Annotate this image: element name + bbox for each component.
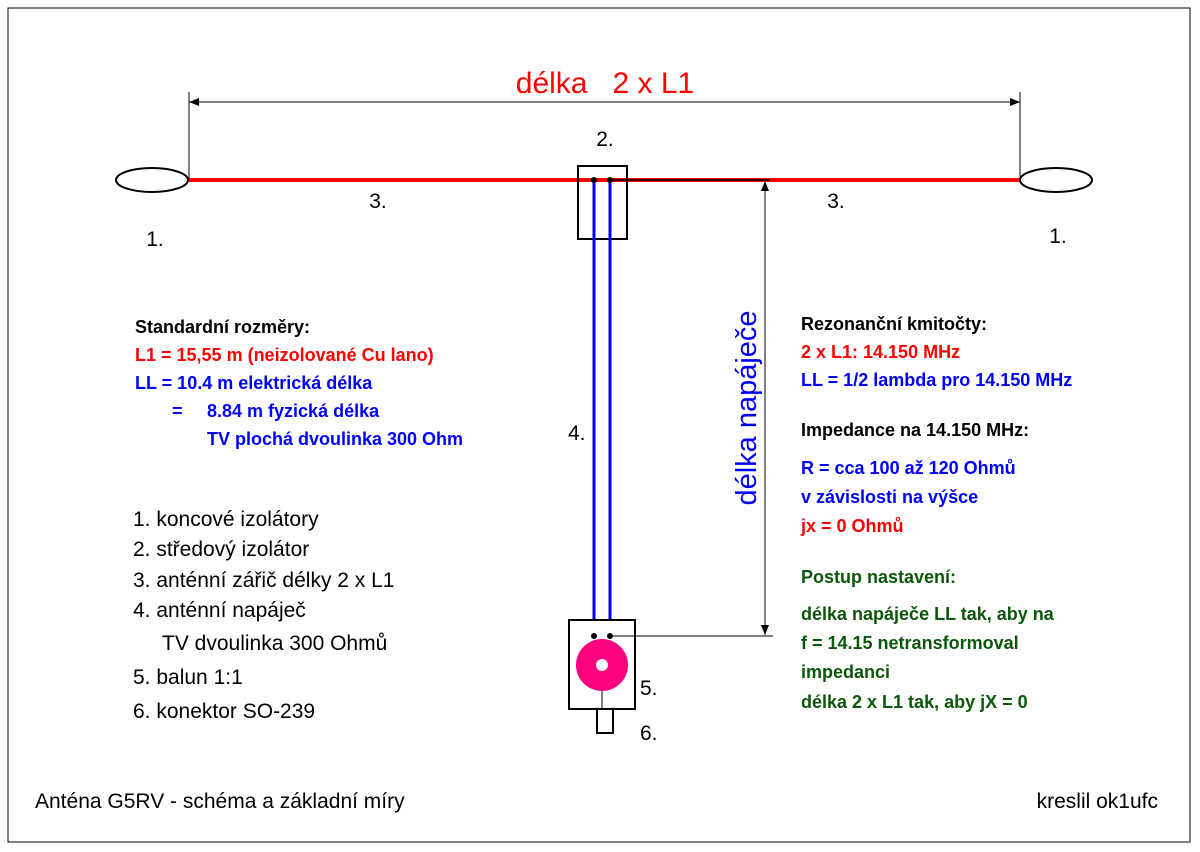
- end-insulator-right: [1019, 167, 1093, 193]
- resonance-heading: Rezonanční kmitočty:: [801, 314, 987, 334]
- procedure-line: f = 14.15 netransformoval: [801, 633, 1019, 653]
- standard-ll-phys: 8.84 m fyzická délka: [207, 401, 380, 421]
- label-connector: 6.: [640, 722, 658, 745]
- procedure-line: délka 2 x L1 tak, aby jX = 0: [801, 692, 1028, 712]
- label-feeder: 4.: [568, 422, 586, 445]
- legend-item: 5. balun 1:1: [133, 666, 243, 689]
- junction-dot: [591, 633, 597, 639]
- legend-item: 3. anténní zářič délky 2 x L1: [133, 569, 395, 592]
- impedance-heading: Impedance na 14.150 MHz:: [801, 420, 1029, 440]
- standard-ll-type: TV plochá dvoulinka 300 Ohm: [207, 429, 463, 449]
- label-wire-right: 3.: [827, 190, 845, 213]
- legend-item: 2. středový izolátor: [133, 538, 309, 561]
- procedure-heading: Postup nastavení:: [801, 567, 956, 587]
- center-insulator: [577, 165, 628, 240]
- label-wire-left: 3.: [369, 190, 387, 213]
- so239-connector: [596, 708, 614, 734]
- standard-heading: Standardní rozměry:: [135, 317, 310, 337]
- footer-title: Anténa G5RV - schéma a základní míry: [35, 790, 405, 813]
- label-center-insulator: 2.: [596, 128, 614, 151]
- impedance-r: R = cca 100 až 120 Ohmů: [801, 458, 1016, 478]
- standard-ll: LL = 10.4 m elektrická délka: [135, 373, 373, 393]
- feeder-length-label: délka napáječe: [731, 310, 763, 505]
- junction-dot: [607, 177, 613, 183]
- standard-l1: L1 = 15,55 m (neizolované Cu lano): [135, 345, 434, 365]
- total-length-label: délka 2 x L1: [516, 67, 694, 100]
- legend-item: 1. koncové izolátory: [133, 508, 319, 531]
- label-insulator-left: 1.: [146, 228, 164, 251]
- procedure-line: impedanci: [801, 662, 890, 682]
- junction-dot: [591, 177, 597, 183]
- legend-item: 6. konektor SO-239: [133, 700, 315, 723]
- toroid-hole: [596, 659, 608, 671]
- procedure-line: délka napáječe LL tak, aby na: [801, 604, 1055, 624]
- label-insulator-right: 1.: [1049, 225, 1067, 248]
- label-balun: 5.: [640, 677, 658, 700]
- impedance-jx: jx = 0 Ohmů: [800, 516, 904, 536]
- end-insulator-left: [115, 167, 189, 193]
- legend-item: TV dvoulinka 300 Ohmů: [162, 632, 387, 655]
- footer-author: kreslil ok1ufc: [1037, 790, 1158, 813]
- standard-ll-eq: =: [172, 401, 183, 421]
- impedance-r2: v závislosti na výšce: [801, 487, 978, 507]
- resonance-l1: 2 x L1: 14.150 MHz: [801, 342, 960, 362]
- legend-item: 4. anténní napáječ: [133, 599, 306, 622]
- resonance-ll: LL = 1/2 lambda pro 14.150 MHz: [801, 370, 1072, 390]
